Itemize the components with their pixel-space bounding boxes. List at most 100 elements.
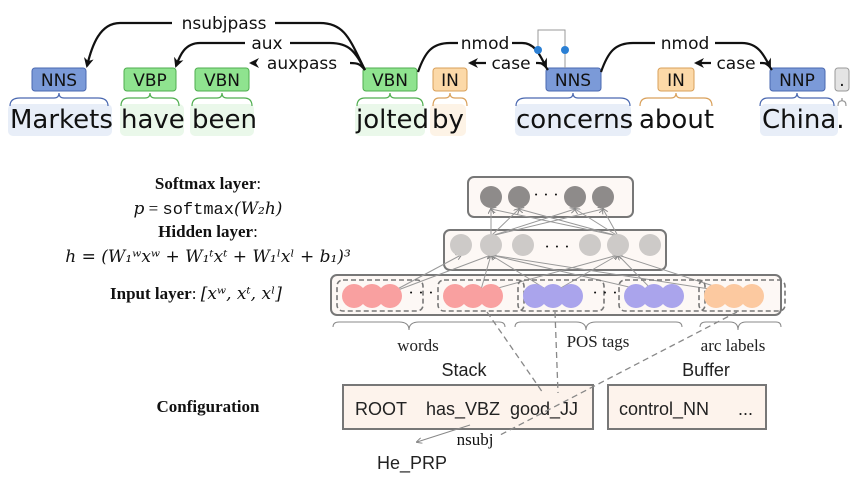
arc-case-1 bbox=[470, 63, 549, 70]
edge-hidden-softmax-4 bbox=[603, 209, 619, 237]
edge-hidden-softmax-5 bbox=[490, 209, 575, 237]
pos-input-node-4-1 bbox=[624, 284, 648, 308]
arc-label-nmod-2: nmod bbox=[661, 34, 710, 54]
input-group-box-3 bbox=[517, 279, 605, 312]
softmax-ellipsis: · · · bbox=[533, 185, 558, 204]
word-bg-markets bbox=[8, 104, 112, 136]
word-bg-by bbox=[430, 104, 466, 136]
input-layer-title: Input layer: [xʷ, xᵗ, xˡ] bbox=[110, 284, 282, 304]
edge-hidden-softmax-3 bbox=[575, 209, 619, 237]
edge-hidden-softmax-7 bbox=[490, 209, 603, 237]
word-have: have bbox=[121, 105, 185, 135]
group-braces bbox=[332, 321, 782, 331]
edge-input-hidden-4 bbox=[479, 255, 618, 294]
arc-edit-handles[interactable] bbox=[534, 29, 569, 68]
word-bg-been bbox=[190, 104, 254, 136]
tag-nns-1: NNS bbox=[41, 71, 77, 91]
hidden-ellipsis: · · · bbox=[544, 237, 569, 256]
buffer-item-ellipsis: ... bbox=[738, 399, 753, 419]
label-input-node-5-3 bbox=[740, 284, 764, 308]
arc-auxpass bbox=[251, 63, 366, 70]
tag-box-nnp bbox=[769, 67, 826, 92]
arc-nmod-2 bbox=[599, 41, 770, 72]
word-china: China. bbox=[762, 105, 845, 135]
edge-hidden-softmax-6 bbox=[519, 209, 619, 237]
words-ellipsis: · · · bbox=[408, 283, 433, 302]
hidden-node-4 bbox=[579, 234, 601, 256]
arc-label-auxpass: auxpass bbox=[267, 54, 337, 74]
word-bg-jolted bbox=[355, 104, 425, 136]
word-jolted: jolted bbox=[355, 105, 429, 135]
buffer-box bbox=[607, 384, 767, 430]
tag-in-1: IN bbox=[441, 71, 459, 91]
arc-label-nmod-1: nmod bbox=[461, 34, 510, 54]
word-input-node-1-2 bbox=[360, 284, 384, 308]
word-by: by bbox=[432, 105, 464, 135]
handle-right[interactable] bbox=[561, 46, 569, 54]
tag-box-period bbox=[834, 67, 850, 92]
word-input-node-2-2 bbox=[461, 284, 485, 308]
arc-case-2 bbox=[696, 63, 773, 70]
network-nodes bbox=[336, 186, 786, 312]
input-group-box-5 bbox=[698, 279, 786, 312]
input-group-box-1 bbox=[336, 279, 424, 312]
word-input-node-1-1 bbox=[342, 284, 366, 308]
stack-label: Stack bbox=[441, 360, 487, 380]
arc-label-case-2: case bbox=[716, 54, 755, 74]
edge-hidden-softmax-8 bbox=[491, 209, 619, 237]
softmax-layer-title: Softmax layer: bbox=[155, 174, 261, 193]
tag-nnp: NNP bbox=[779, 71, 815, 91]
tag-box-vbn-2 bbox=[362, 67, 418, 92]
edge-input-hidden-1 bbox=[389, 255, 491, 294]
tag-box-vbp bbox=[123, 67, 177, 92]
stack-item-root: ROOT bbox=[355, 399, 407, 419]
pos-input-node-4-3 bbox=[660, 284, 684, 308]
label-input-node-5-2 bbox=[722, 284, 746, 308]
pos-input-node-3-1 bbox=[523, 284, 547, 308]
pos-input-node-4-2 bbox=[642, 284, 666, 308]
word-markets: Markets bbox=[10, 105, 113, 135]
dependent-he-prp: He_PRP bbox=[377, 453, 447, 474]
hidden-node-1 bbox=[450, 234, 472, 256]
nsubj-arc bbox=[417, 424, 471, 442]
word-about: about bbox=[639, 105, 714, 135]
hidden-layer-title: Hidden layer: bbox=[158, 222, 258, 241]
group-label-words: words bbox=[397, 336, 439, 355]
stack-item-good-jj: good_JJ bbox=[510, 399, 578, 420]
word-been: been bbox=[192, 105, 257, 135]
tag-vbp: VBP bbox=[133, 71, 167, 91]
group-label-pos-tags: POS tags bbox=[567, 332, 630, 351]
buffer-label: Buffer bbox=[682, 360, 730, 380]
tag-vbn-2: VBN bbox=[372, 71, 408, 91]
softmax-node-1 bbox=[480, 186, 502, 208]
word-input-node-2-1 bbox=[443, 284, 467, 308]
dependency-parse: NNS VBP VBN VBN IN NNS IN NNP . Markets bbox=[8, 14, 850, 136]
pos-input-node-3-3 bbox=[559, 284, 583, 308]
tag-period: . bbox=[839, 71, 844, 91]
arc-label-aux: aux bbox=[251, 34, 282, 54]
word-bg-have bbox=[120, 104, 184, 136]
softmax-formula: p = softmax(W₂h) bbox=[134, 199, 283, 220]
edge-input-hidden-8 bbox=[491, 255, 656, 294]
edge-input-hidden-2 bbox=[389, 255, 461, 294]
hidden-node-6 bbox=[639, 234, 661, 256]
handle-left[interactable] bbox=[534, 46, 542, 54]
edge-input-hidden-10 bbox=[491, 255, 736, 294]
arc-label-nsubjpass: nsubjpass bbox=[182, 14, 267, 34]
label-input-node-5-1 bbox=[704, 284, 728, 308]
hidden-node-5 bbox=[607, 234, 629, 256]
group-label-arc-labels: arc labels bbox=[701, 336, 766, 355]
configuration: Configuration Stack Buffer ROOT has_VBZ … bbox=[157, 311, 767, 474]
edge-input-hidden-3 bbox=[479, 255, 491, 294]
pos-ellipsis: · · · bbox=[592, 283, 617, 302]
arc-aux bbox=[176, 41, 366, 70]
word-concerns: concerns bbox=[516, 105, 633, 135]
token-braces bbox=[9, 92, 847, 107]
hidden-formula: h = (W₁ʷxʷ + W₁ᵗxᵗ + W₁ˡxˡ + b₁)³ bbox=[65, 247, 351, 267]
tag-box-nns-2 bbox=[545, 67, 602, 92]
nsubj-label: nsubj bbox=[457, 430, 494, 449]
word-input-node-1-3 bbox=[378, 284, 402, 308]
hidden-node-2 bbox=[480, 234, 502, 256]
hidden-node-3 bbox=[512, 234, 534, 256]
